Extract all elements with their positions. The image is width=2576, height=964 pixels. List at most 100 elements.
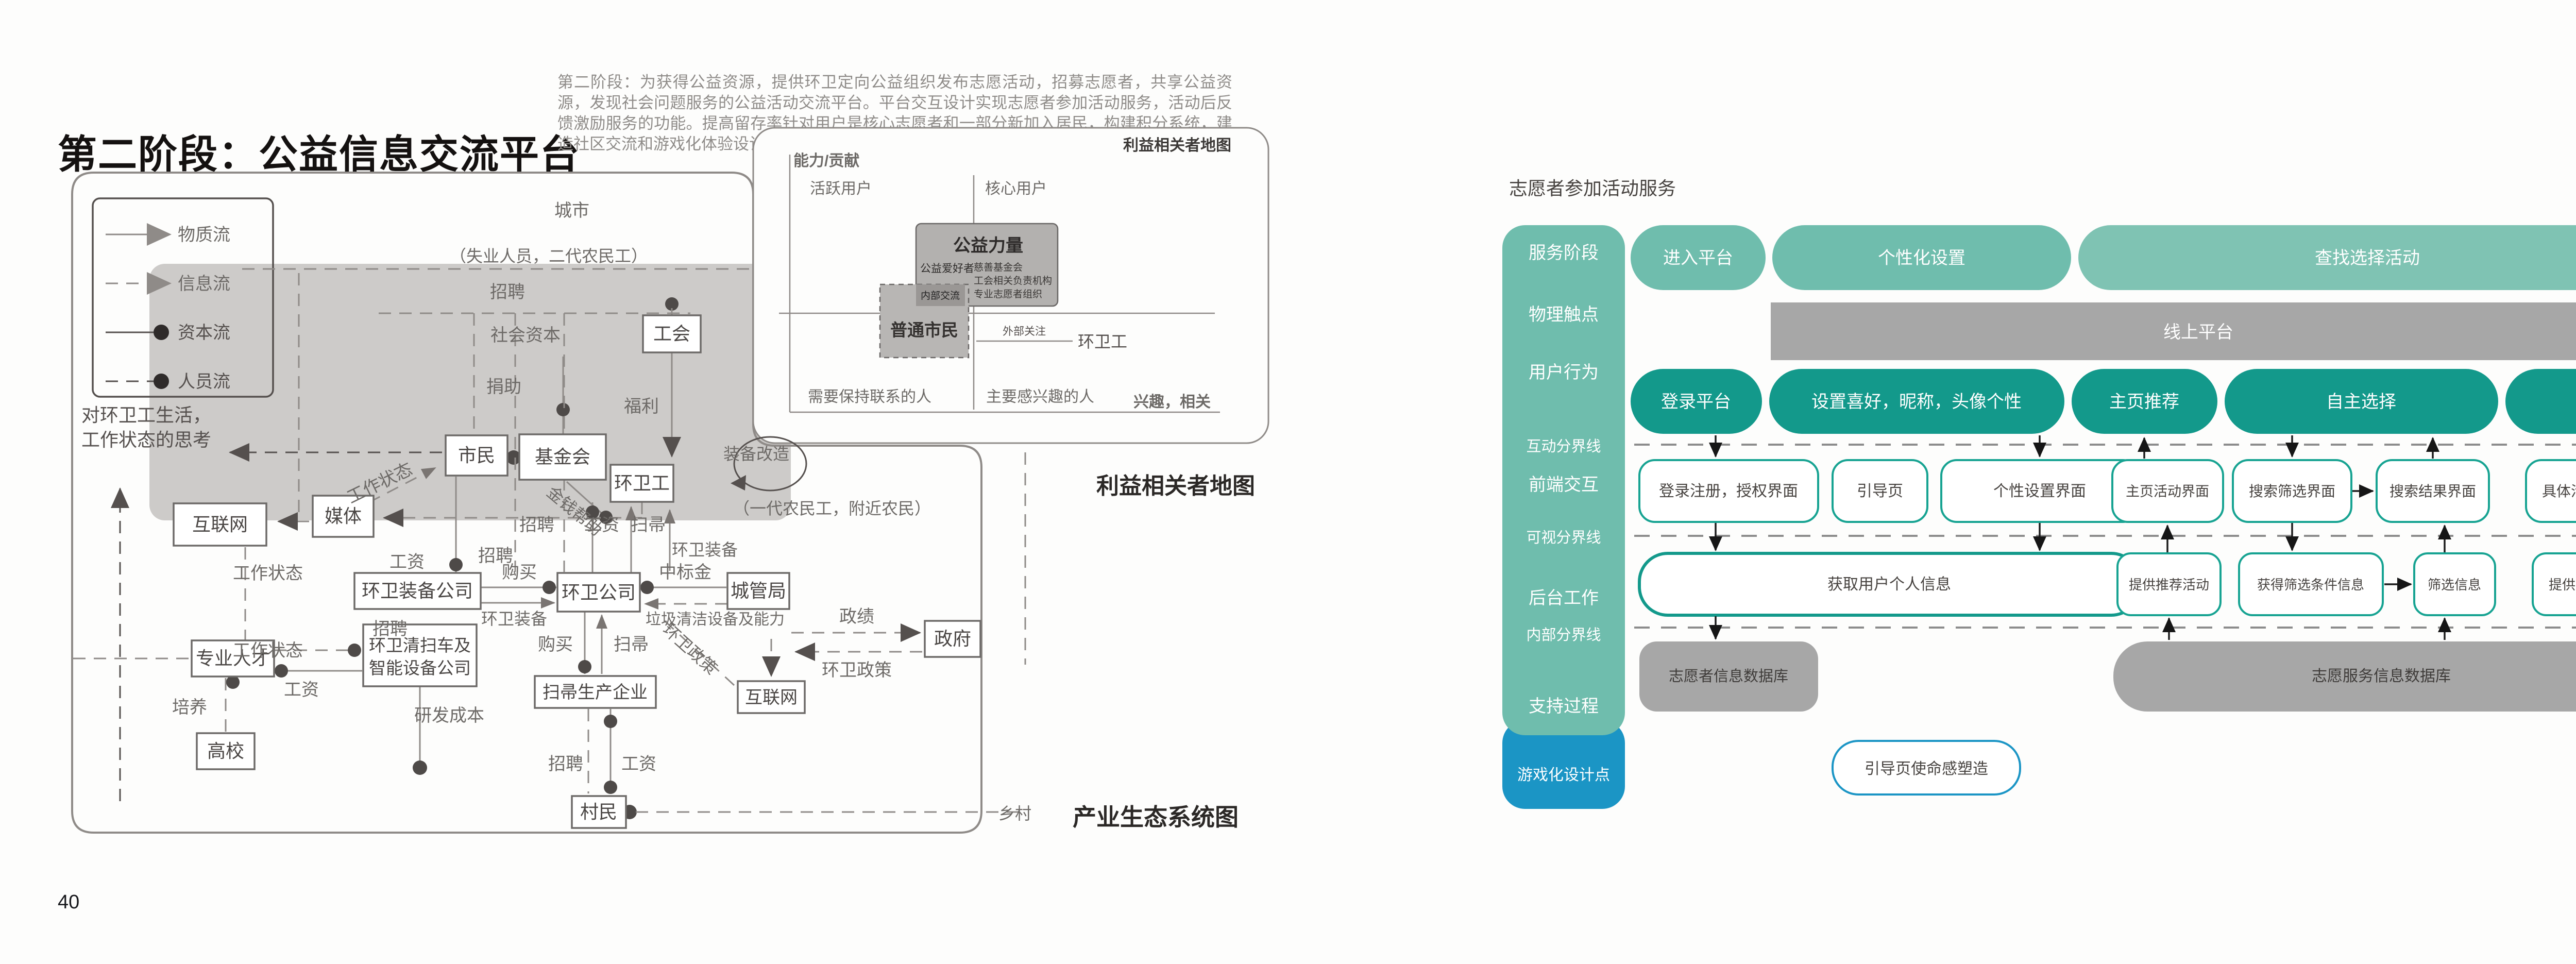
blueprint-title: 志愿者参加活动服务 [1509,178,1676,199]
label-wage-villager: 工资 [621,754,656,774]
fans-label: 公益爱好者 [920,263,974,275]
row-label-line-visible: 可视分界线 [1526,529,1601,546]
backend-box-3 [2238,552,2384,616]
node-san-co [556,572,641,613]
keep-contact-label: 需要保持联系的人 [808,388,931,405]
legend-capital: 资本流 [178,323,230,343]
label-city: 城市 [554,201,589,221]
label-broom-san: 扫帚 [631,515,666,535]
label-wage-citizen: 工资 [389,552,425,572]
label-equip-flow: 环卫装备 [481,610,547,628]
support-db-2 [2113,641,2576,712]
label-policy: 环卫政策 [822,661,892,680]
behavior-row: 登录平台 设置喜好，昵称，头像个性 主页推荐 自主选择 [1631,369,2576,434]
node-worker [609,464,674,503]
node-sweeper-co-label1: 环卫清扫车及 [369,636,471,655]
frontend-box-7 [2525,459,2576,523]
frontend-box-3-label: 个性设置界面 [1993,483,2086,500]
page-title: 第二阶段：公益信息交流平台 [58,133,580,177]
info-flow-arrow-icon [147,272,172,295]
label-buy-broom: 购买 [538,635,573,654]
label-buy-equip: 购买 [502,563,537,582]
backend-box-4-label: 筛选信息 [2428,577,2481,593]
power-line1: 慈善基金会 [974,262,1023,273]
label-recruit-band: 招聘 [490,282,525,302]
behavior-pill-3-label: 主页推荐 [2109,392,2179,412]
minimap-quadrant-active: 活跃用户 [810,180,872,197]
behavior-pill-4-label: 自主选择 [2326,392,2396,412]
frontend-box-2-label: 引导页 [1857,483,1903,500]
power-line3: 专业志愿者组织 [974,289,1042,300]
node-gov-label: 政府 [934,628,971,649]
label-recruit-san: 招聘 [519,515,554,535]
node-equip-co-label: 环卫装备公司 [362,580,473,601]
row-label-behavior: 用户行为 [1529,363,1599,382]
node-internet-top-label: 互联网 [192,514,248,535]
behavior-pill-3 [2072,369,2217,434]
label-policy-diag: 环卫政策 [659,620,721,678]
behavior-pill-4 [2225,369,2498,434]
node-internet-top [173,502,267,547]
backend-box-1-label: 获取用户个人信息 [1827,576,1951,593]
people-flow-dot-icon [154,374,169,389]
label-recruit-talent: 招聘 [372,619,408,639]
legend-frame [92,197,274,398]
node-worker-label: 环卫工 [614,472,670,494]
ecosystem-flow-lines [73,268,1026,819]
game-box-1-label: 引导页使命感塑造 [1865,760,1988,777]
behavior-pill-2 [1769,369,2064,434]
node-equip-co [353,572,482,610]
node-internet-bottom-label: 互联网 [745,688,798,707]
label-migrant: （一代农民工，附近农民） [733,499,931,518]
label-equip-up: 环卫装备 [672,540,738,559]
row-label-line-internal: 内部分界线 [1526,627,1601,644]
capital-flow-dot-icon [154,325,169,340]
legend-info: 信息流 [178,274,230,294]
blueprint-arrows [1709,435,2451,640]
external-label: 外部关注 [1003,326,1046,337]
stage-pill-1 [1631,225,1766,290]
label-city-sub: （失业人员，二代农民工） [450,247,648,265]
stage-pill-1-label: 进入平台 [1663,248,1733,268]
internal-overlap-box [916,284,965,306]
node-broom-co-label: 扫帚生产企业 [543,683,648,702]
node-talent-label: 专业人才 [196,648,270,669]
label-work-status-2: 工作状态 [233,641,303,661]
minimap-worker-label: 环卫工 [1078,332,1127,351]
column-game-section [1502,720,1625,809]
row-label-touch: 物理触点 [1529,305,1599,325]
node-sweeper-co [362,623,478,687]
label-train: 培养 [172,698,207,717]
label-think2: 工作状态的思考 [81,429,211,450]
node-talent [191,639,275,678]
power-title: 公益力量 [953,236,1023,256]
main-interest-label: 主要感兴趣的人 [986,388,1094,405]
stage-pill-2-label: 个性化设置 [1878,248,1965,268]
row-labels: 服务阶段 物理触点 用户行为 互动分界线 前端交互 可视分界线 后台工作 内部分… [1517,243,1610,784]
minimap-quadrant-core: 核心用户 [985,180,1047,197]
ecosystem-label: 产业生态系统图 [1073,804,1239,831]
backend-box-5 [2532,552,2576,616]
node-citizen-label: 市民 [458,445,495,466]
city-shaded-region [149,264,791,520]
frontend-box-1 [1638,459,1819,523]
frontend-box-1-label: 登录注册，授权界面 [1659,483,1798,500]
node-college [196,732,256,770]
backend-row: 获取用户个人信息 提供推荐活动 获得筛选条件信息 筛选信息 提供活动信息 [1638,552,2576,617]
frontend-box-7-label: 具体活动界面 [2542,483,2576,499]
backend-box-3-label: 获得筛选条件信息 [2257,577,2364,593]
label-welfare: 福利 [624,397,659,416]
node-internet-bottom [737,680,806,714]
minimap-axis-x: 兴趣，相关 [1133,394,1211,411]
node-union [642,314,702,353]
frontend-box-6-label: 搜索结果界面 [2389,483,2476,499]
label-work-status-1: 工作状态 [233,564,303,583]
node-broom-co [534,675,657,709]
behavior-pill-1 [1631,369,1762,434]
node-gov [924,620,981,658]
label-think1: 对环卫工生活， [81,404,211,426]
frontend-box-5-label: 搜索筛选界面 [2249,483,2335,499]
support-row: 志愿者信息数据库 志愿服务信息数据库 [1639,641,2576,712]
frontend-box-2 [1832,459,1928,523]
